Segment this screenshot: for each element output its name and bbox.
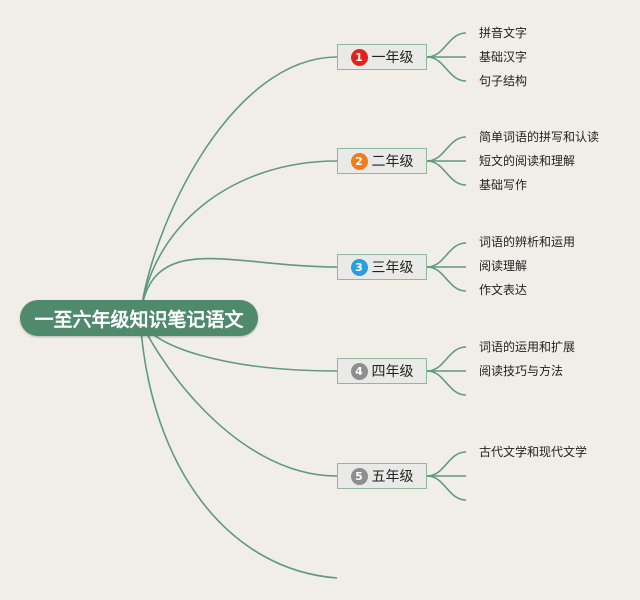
grade-node-5[interactable]: 5 五年级 — [337, 463, 427, 489]
grade-label-5: 五年级 — [371, 469, 414, 485]
topic-connector-5-3 — [426, 475, 467, 501]
number-badge-4: 4 — [350, 362, 368, 380]
grade-node-2[interactable]: 2 二年级 — [337, 148, 427, 174]
topic-connector-2-3 — [426, 160, 467, 186]
topic-connector-1-1 — [426, 32, 467, 58]
number-badge-3: 3 — [350, 258, 368, 276]
root-node-label: 一至六年级知识笔记语文 — [34, 308, 244, 331]
branch-line-extra — [139, 317, 338, 579]
topic-connector-3-3 — [426, 266, 467, 292]
topic-1-1[interactable]: 拼音文字 — [479, 26, 528, 40]
topic-connector-5-1 — [426, 451, 467, 477]
topic-4-2[interactable]: 阅读技巧与方法 — [479, 364, 564, 378]
grade-node-1[interactable]: 1 一年级 — [337, 44, 427, 70]
topic-1-3[interactable]: 句子结构 — [479, 74, 528, 88]
root-node[interactable]: 一至六年级知识笔记语文 — [20, 300, 258, 336]
topic-connector-4-3 — [426, 370, 467, 396]
topic-3-3[interactable]: 作文表达 — [479, 283, 528, 297]
topic-2-3[interactable]: 基础写作 — [479, 178, 528, 192]
number-badge-1: 1 — [350, 48, 368, 66]
grade-label-2: 二年级 — [371, 154, 414, 170]
grade-node-4[interactable]: 4 四年级 — [337, 358, 427, 384]
grade-label-1: 一年级 — [371, 50, 414, 66]
topic-3-1[interactable]: 词语的辨析和运用 — [479, 235, 576, 249]
topic-2-2[interactable]: 短文的阅读和理解 — [479, 154, 576, 168]
topic-connector-3-1 — [426, 242, 467, 268]
branch-line-3 — [139, 257, 338, 319]
number-badge-5: 5 — [350, 467, 368, 485]
branch-line-5 — [139, 317, 338, 477]
topic-4-1[interactable]: 词语的运用和扩展 — [479, 340, 576, 354]
topic-connector-1-3 — [426, 56, 467, 82]
grade-node-3[interactable]: 3 三年级 — [337, 254, 427, 280]
grade-label-3: 三年级 — [371, 260, 414, 276]
topic-5-1[interactable]: 古代文学和现代文学 — [479, 445, 588, 459]
topic-connector-2-1 — [426, 136, 467, 162]
branch-line-2 — [139, 160, 338, 319]
topic-3-2[interactable]: 阅读理解 — [479, 259, 528, 273]
topic-connector-4-1 — [426, 346, 467, 372]
topic-2-1[interactable]: 简单词语的拼写和认读 — [479, 130, 600, 144]
topic-1-2[interactable]: 基础汉字 — [479, 50, 528, 64]
number-badge-2: 2 — [350, 152, 368, 170]
grade-label-4: 四年级 — [371, 364, 414, 380]
branch-line-1 — [139, 56, 338, 319]
